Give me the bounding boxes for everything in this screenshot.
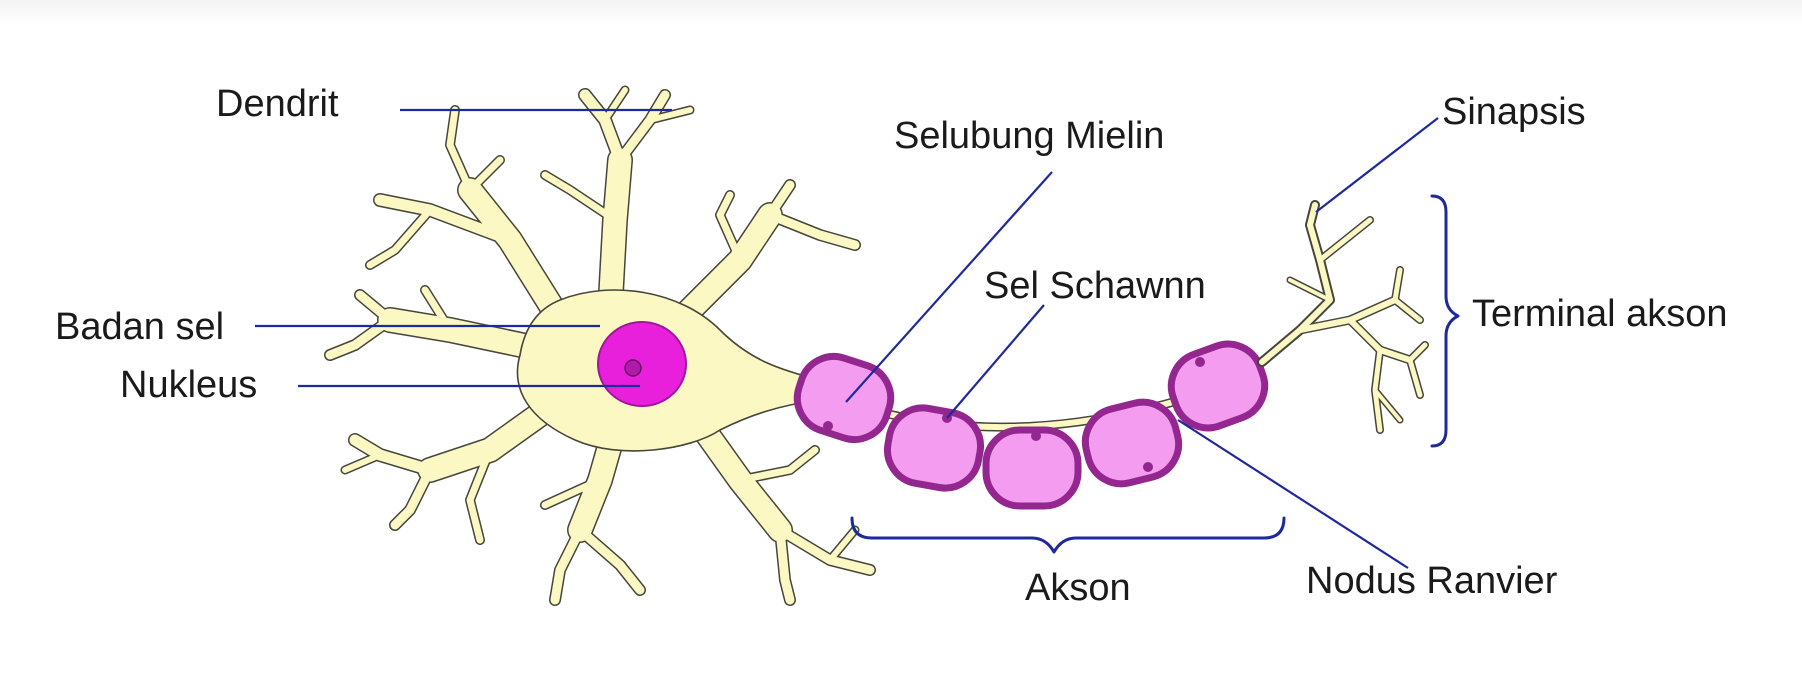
nucleolus xyxy=(624,359,642,377)
leader-nodus-ranvier xyxy=(1177,419,1409,569)
schwann-cell xyxy=(883,404,985,492)
label-nodus-ranvier: Nodus Ranvier xyxy=(1306,560,1558,602)
leader-lines xyxy=(255,108,1439,569)
schwann-cell xyxy=(1167,340,1269,432)
nucleus xyxy=(597,321,687,407)
label-nukleus: Nukleus xyxy=(120,364,257,406)
label-badan-sel: Badan sel xyxy=(55,306,224,348)
braces xyxy=(850,194,1460,554)
labels: Dendrit Badan sel Nukleus Selubung Mieli… xyxy=(55,83,1728,609)
brace-terminal-akson xyxy=(1430,194,1460,448)
schwann-cell xyxy=(1081,398,1183,488)
label-dendrit: Dendrit xyxy=(216,83,339,125)
leader-sinapsis xyxy=(1315,117,1439,213)
label-akson: Akson xyxy=(1025,567,1131,609)
label-sinapsis: Sinapsis xyxy=(1442,91,1586,133)
axon-terminals xyxy=(1257,200,1429,434)
schwann-cell xyxy=(982,426,1082,510)
myelin-sheath xyxy=(793,340,1269,510)
top-fade-strip xyxy=(0,0,1802,26)
label-terminal-akson: Terminal akson xyxy=(1472,293,1728,335)
leader-sel-schawnn xyxy=(946,304,1045,419)
schwann-cell xyxy=(793,352,895,444)
leader-selubung-mielin xyxy=(845,171,1053,403)
label-selubung-mielin: Selubung Mielin xyxy=(894,115,1164,157)
brace-akson xyxy=(850,516,1286,554)
nucleus-shape xyxy=(597,321,687,407)
label-sel-schawnn: Sel Schawnn xyxy=(984,265,1206,307)
neuron xyxy=(324,85,1429,606)
